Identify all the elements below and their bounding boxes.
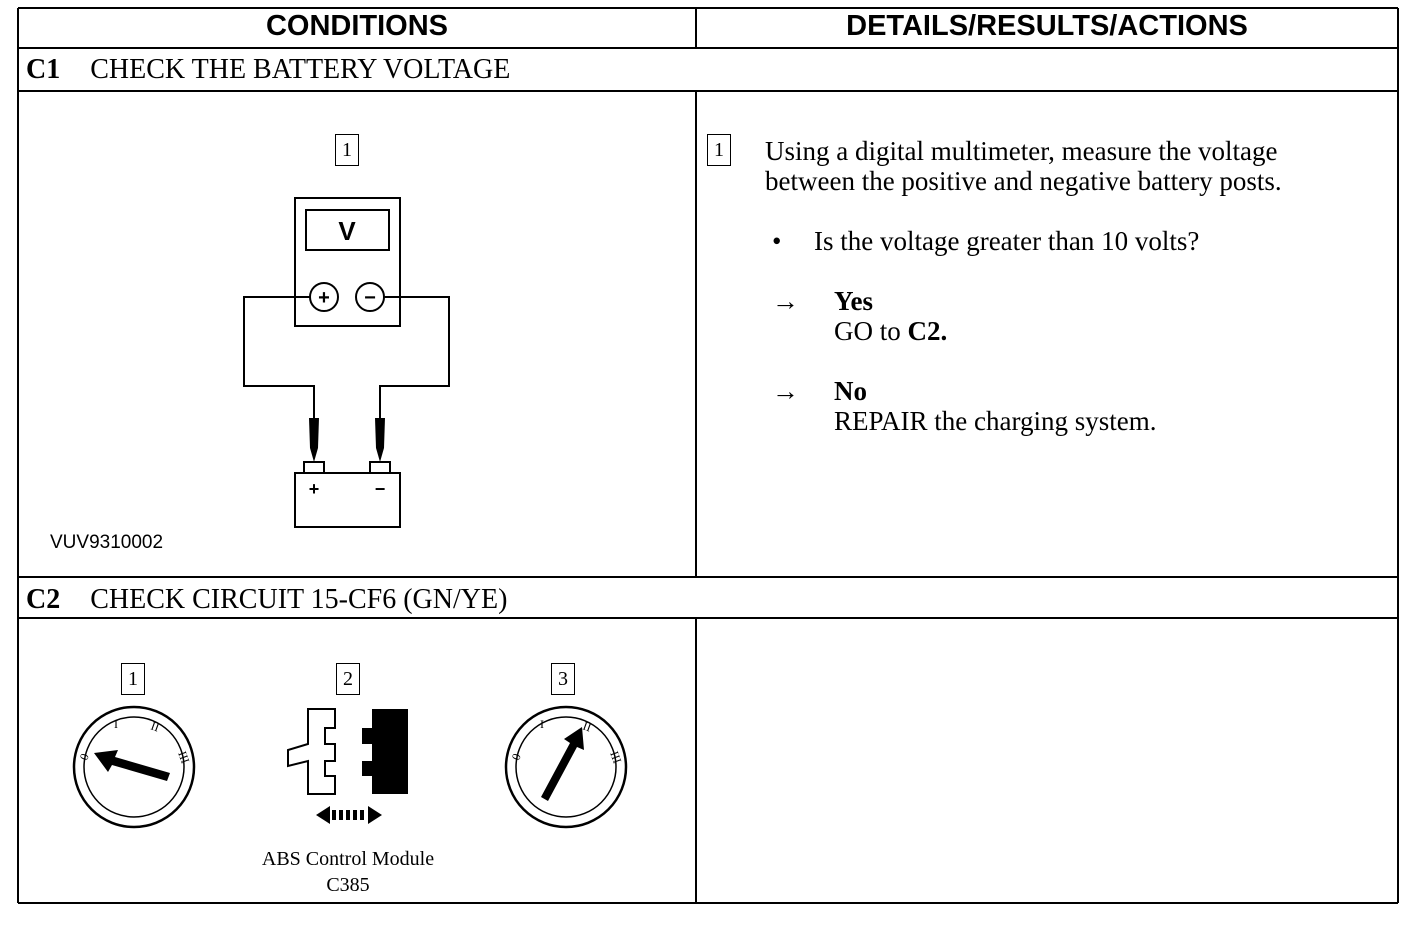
negative-clip xyxy=(375,418,385,462)
c2-step-box-2: 2 xyxy=(336,663,360,695)
battery-post-negative xyxy=(369,461,391,474)
svg-text:III: III xyxy=(175,749,192,765)
positive-lead xyxy=(243,296,315,418)
connector-label: C385 xyxy=(326,874,370,896)
battery-post-positive xyxy=(303,461,325,474)
ignition-switch-off: 0 I II III xyxy=(72,705,196,829)
switch-pointer-on xyxy=(541,727,584,801)
c1-title-row: C1 CHECK THE BATTERY VOLTAGE xyxy=(26,54,510,86)
meter-plus: + xyxy=(318,287,330,309)
c1-title: CHECK THE BATTERY VOLTAGE xyxy=(90,54,511,85)
svg-text:III: III xyxy=(607,749,624,765)
question-text: Is the voltage greater than 10 volts? xyxy=(814,226,1200,256)
module-label: ABS Control Module xyxy=(261,848,435,870)
battery-minus: − xyxy=(375,479,386,499)
yes-block: Yes GO to C2. xyxy=(834,286,947,346)
instruction-line-1: Using a digital multimeter, measure the … xyxy=(765,136,1278,166)
figure-ref-code: VUV9310002 xyxy=(50,532,164,553)
abs-connector-diagram xyxy=(287,708,408,824)
no-action-prefix: REPAIR xyxy=(834,406,928,436)
no-label: No xyxy=(834,376,867,406)
no-action-rest: the charging system. xyxy=(934,406,1157,436)
meter-minus: − xyxy=(364,287,376,309)
c1-code: C1 xyxy=(26,54,61,85)
header-details: DETAILS/RESULTS/ACTIONS xyxy=(846,10,1248,42)
no-arrow: → xyxy=(772,376,799,406)
c2-title-row: C2 CHECK CIRCUIT 15-CF6 (GN/YE) xyxy=(26,584,507,616)
meter-label: V xyxy=(338,216,356,246)
c2-code: C2 xyxy=(26,584,61,615)
bullet: • xyxy=(772,226,782,256)
switch-pointer-off xyxy=(94,750,170,781)
yes-action-prefix: GO to xyxy=(834,316,901,346)
yes-action-target: C2. xyxy=(907,316,948,346)
header-conditions: CONDITIONS xyxy=(265,10,449,42)
positive-clip xyxy=(309,418,319,462)
battery-plus: + xyxy=(309,479,320,499)
c2-step-box-1: 1 xyxy=(121,663,145,695)
c1-figure-step-box: 1 xyxy=(335,134,359,166)
yes-action: GO to C2. xyxy=(834,316,947,346)
c2-step-box-3: 3 xyxy=(551,663,575,695)
battery-body xyxy=(294,472,401,528)
multimeter-battery-diagram: V + − + − xyxy=(243,197,450,528)
svg-text:0: 0 xyxy=(77,752,92,762)
ignition-switch-on: 0 I II III xyxy=(504,705,628,829)
svg-text:0: 0 xyxy=(509,752,524,762)
svg-text:I: I xyxy=(114,717,118,731)
c1-instruction-text: Using a digital multimeter, measure the … xyxy=(765,136,1282,196)
c1-instruction-step-box: 1 xyxy=(707,134,731,166)
instruction-line-2: between the positive and negative batter… xyxy=(765,166,1282,196)
yes-arrow: → xyxy=(772,286,799,316)
multimeter-display xyxy=(305,209,390,251)
no-action: REPAIR the charging system. xyxy=(834,406,1157,436)
yes-label: Yes xyxy=(834,286,873,316)
c2-title: CHECK CIRCUIT 15-CF6 (GN/YE) xyxy=(90,584,508,615)
negative-lead xyxy=(379,296,450,418)
no-block: No REPAIR the charging system. xyxy=(834,376,1157,436)
svg-text:I: I xyxy=(540,717,544,731)
